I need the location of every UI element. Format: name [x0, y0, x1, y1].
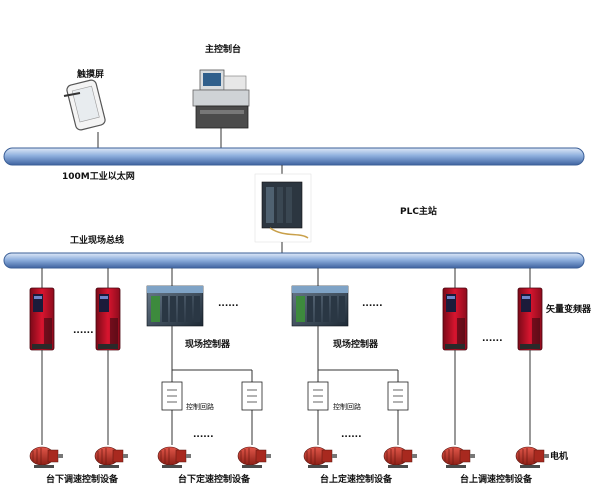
control-loop-box-2	[241, 381, 263, 411]
dots-loop-1: ......	[193, 430, 214, 440]
inverter-1	[29, 287, 55, 351]
dots-loop-2: ......	[341, 430, 362, 440]
motor-1	[29, 446, 64, 469]
motor-6	[383, 446, 418, 469]
vector-inverter-label: 矢量变频器	[546, 303, 592, 315]
dots-left: ......	[73, 326, 94, 336]
control-loop-box-1	[161, 381, 183, 411]
control-loop-label-2: 控制回路	[333, 402, 361, 411]
fieldbus-bus	[3, 252, 585, 269]
field-controller-1	[146, 285, 204, 327]
fieldbus-label: 工业现场总线	[70, 234, 124, 246]
motor-3	[157, 446, 192, 469]
touchscreen-label: 触摸屏	[76, 68, 104, 80]
field-controller-label-1: 现场控制器	[185, 338, 231, 350]
inverter-2	[95, 287, 121, 351]
motor-4	[237, 446, 272, 469]
field-controller-label-2: 现场控制器	[333, 338, 379, 350]
motor-7	[441, 446, 476, 469]
group-label-below-speed: 台下调速控制设备	[46, 473, 119, 485]
ethernet-label: 100M工业以太网	[62, 170, 135, 182]
inverter-4	[517, 287, 543, 351]
dots-mid-2: ......	[362, 299, 383, 309]
plc-master-label: PLC主站	[400, 205, 437, 217]
motor-label: 电机	[550, 450, 568, 462]
group-label-above-speed: 台上调速控制设备	[460, 473, 533, 485]
main-console-label: 主控制台	[205, 43, 241, 55]
motor-5	[303, 446, 338, 469]
dots-mid-1: ......	[218, 299, 239, 309]
motor-2	[94, 446, 129, 469]
motor-8	[515, 446, 550, 469]
ethernet-bus	[3, 147, 585, 166]
group-label-above-fixed: 台上定速控制设备	[320, 473, 393, 485]
main-console-device	[192, 69, 250, 129]
inverter-3	[442, 287, 468, 351]
touchscreen-device	[63, 79, 106, 131]
field-controller-2	[291, 285, 349, 327]
control-loop-box-3	[307, 381, 329, 411]
control-loop-label-1: 控制回路	[186, 402, 214, 411]
plc-master-device	[254, 173, 312, 243]
group-label-below-fixed: 台下定速控制设备	[178, 473, 251, 485]
control-loop-box-4	[387, 381, 409, 411]
dots-right: ......	[482, 334, 503, 344]
